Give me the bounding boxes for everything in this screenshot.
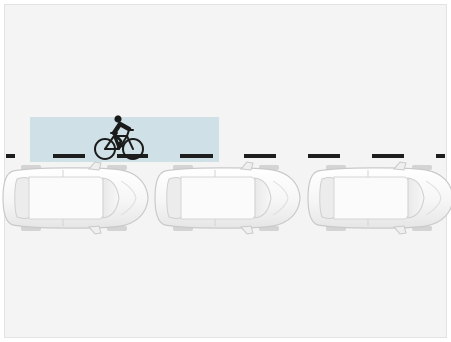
lane-line — [6, 154, 445, 158]
car-icon-middle — [155, 162, 300, 234]
car-icon-left — [3, 162, 148, 234]
car-icon-right — [308, 162, 451, 234]
